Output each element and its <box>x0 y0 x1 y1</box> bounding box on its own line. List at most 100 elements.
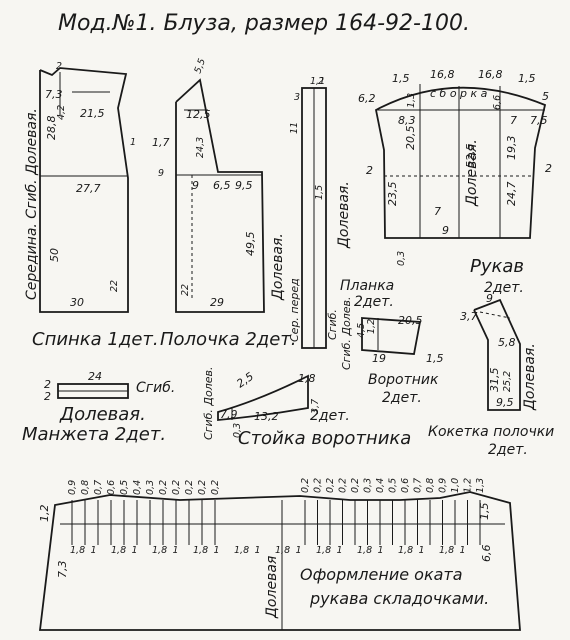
sleeve-cap-measure: 1,2 <box>38 505 51 523</box>
planka-label: Планка <box>340 278 394 294</box>
sleeve-measure: 1,5 <box>392 72 410 85</box>
stand-measure: 2,5 <box>234 370 256 391</box>
sleeve-measure: 6,6 <box>492 95 503 110</box>
sleeve-cap-measure: 1 <box>132 545 138 556</box>
sleeve-cap-measure: 0,2 <box>338 478 349 493</box>
sleeve-cap-measure: 7,3 <box>56 561 69 579</box>
stand-piece: 2,5 1,8 3,7 7,9 13,2 0,3 Сгиб. Долев. 2д… <box>202 367 411 450</box>
sleeve-cap-measure: 1 <box>296 545 302 556</box>
yoke-measure: 9 <box>486 292 493 305</box>
yoke-grain-label: Долевая. <box>522 343 538 411</box>
sleeve-piece: 1,5 16,8 16,8 1,5 с б о р к а 6,2 5 8,3 … <box>358 68 552 296</box>
sleeve-cap-measure: 0,9 <box>438 478 449 493</box>
cuff-grain-label: Долевая. <box>59 404 146 425</box>
sleeve-measure: 2 <box>545 162 552 175</box>
sleeve-measure: 52,5 <box>464 144 477 169</box>
yoke-measure: 5,8 <box>498 336 516 349</box>
collar-measure: 1,5 <box>426 352 444 365</box>
sleeve-measure: 7,5 <box>530 114 548 127</box>
front-measure: 9 <box>192 179 199 192</box>
front-piece: 5,5 12,5 1,7 24,3 9 9 6,5 9,5 49,5 22 29… <box>152 57 297 350</box>
cuff-measure: 2 <box>44 378 51 391</box>
sleeve-cap-measure: 0,5 <box>119 480 130 495</box>
planka-count-label: 2дет. <box>354 294 394 310</box>
collar-measure: 1,2 <box>366 319 377 334</box>
sleeve-cap-measure: 1,8 <box>439 545 454 556</box>
sleeve-cap-measure: 0,8 <box>425 478 436 493</box>
front-measure: 5,5 <box>192 57 208 75</box>
yoke-measure: 31,5 <box>488 368 501 393</box>
sleeve-measure: 0,3 <box>396 251 407 266</box>
back-measure: 22 <box>109 280 120 292</box>
sleeve-cap-measure: 1 <box>419 545 425 556</box>
sleeve-measure: 24,7 <box>505 182 518 207</box>
stand-piece-label: Стойка воротника <box>238 428 411 449</box>
sleeve-cap-measure: 0,2 <box>158 480 169 495</box>
sleeve-cap-measure: 0,8 <box>80 480 91 495</box>
sleeve-cap-measure: 0,2 <box>350 478 361 493</box>
back-measure: 50 <box>48 248 61 262</box>
sleeve-measure: 8,3 <box>398 114 416 127</box>
page-title: Мод.№1. Блуза, размер 164-92-100. <box>58 11 470 36</box>
sleeve-measure: 7 <box>434 205 441 218</box>
front-measure: 9 <box>158 168 164 179</box>
sleeve-cap-measure: 1,8 <box>234 545 249 556</box>
sleeve-cap-measure: 0,4 <box>132 480 143 495</box>
front-measure: 1,7 <box>152 136 170 149</box>
front-measure: 49,5 <box>244 232 257 257</box>
yoke-guide-line <box>479 311 511 319</box>
sleeve-cap-measure: 1,8 <box>398 545 413 556</box>
sleeve-cap-measure: 0,2 <box>325 478 336 493</box>
sleeve-cap-measure: 1,5 <box>478 503 491 521</box>
sleeve-cap-measure: 1 <box>214 545 220 556</box>
sleeve-cap-outline <box>38 491 521 631</box>
sleeve-cap-measure: 0,4 <box>375 478 386 493</box>
cuff-measure: 2 <box>44 390 51 403</box>
sleeve-cap-measure: 1 <box>460 545 466 556</box>
sleeve-grain-label: Долевая. <box>464 139 480 207</box>
front-measure: 12,5 <box>186 108 211 121</box>
sleeve-cap-measure: 0,2 <box>184 480 195 495</box>
sleeve-measure: 16,8 <box>430 68 455 81</box>
placket-strip: 3 1,1 2 11 1,5 Сер. перед Сгиб. Долевая. <box>288 76 352 349</box>
cuff-piece-label: Манжета 2дет. <box>22 424 166 445</box>
sleeve-cap-measure: 1,8 <box>316 545 331 556</box>
sleeve-cap-measure: 1,8 <box>357 545 372 556</box>
collar-measure: 19 <box>372 352 386 365</box>
placket-measure: 3 <box>294 92 300 103</box>
placket-measure: 11 <box>289 122 300 134</box>
back-measure: 28,8 <box>45 116 58 141</box>
stand-outline <box>217 374 309 421</box>
front-measure: 29 <box>210 296 224 309</box>
sleeve-measure: 1,3 <box>406 93 417 108</box>
back-piece: 2 7,3 4,2 21,5 28,8 1 27,7 50 22 30 Сере… <box>24 61 159 350</box>
sleeve-cap-measure: 1 <box>337 545 343 556</box>
collar-fold-label: Сгиб. Долев. <box>340 297 353 371</box>
stand-fold-label: Сгиб. Долев. <box>202 367 215 441</box>
back-side-label: Середина. Сгиб. Долевая. <box>24 108 40 300</box>
sleeve-cap-measure: 0,3 <box>145 480 156 495</box>
sleeve-cap-measure: 0,5 <box>388 478 399 493</box>
front-measure: 9,5 <box>235 179 253 192</box>
sleeve-measure: 23,5 <box>386 182 399 207</box>
sleeve-measure: 9 <box>442 224 449 237</box>
sleeve-cap-measure: 0,6 <box>106 480 117 495</box>
sleeve-measure: 6,2 <box>358 92 376 105</box>
sleeve-cap-measure: 0,2 <box>210 480 221 495</box>
back-measure: 30 <box>70 296 84 309</box>
sleeve-cap-measure: 0,2 <box>197 480 208 495</box>
front-measure: 22 <box>180 284 191 296</box>
sleeve-outline <box>374 86 547 239</box>
sleeve-measure: 2 <box>366 164 373 177</box>
collar-piece-label: Воротник <box>368 372 439 388</box>
sleeve-cap-grain-label: Долевая <box>264 556 280 619</box>
cuff-piece: 24 2 2 Сгиб. Долевая. Манжета 2дет. <box>22 370 175 445</box>
front-outline <box>175 78 265 313</box>
placket-measure: 1,5 <box>314 185 325 200</box>
collar-piece: 4,5 1,2 20,5 19 1,5 Сгиб. Долев. Воротни… <box>340 297 444 407</box>
back-measure: 27,7 <box>76 182 101 195</box>
sleeve-cap-measure: 0,7 <box>413 478 424 493</box>
stand-measure: 7,9 <box>220 408 238 421</box>
